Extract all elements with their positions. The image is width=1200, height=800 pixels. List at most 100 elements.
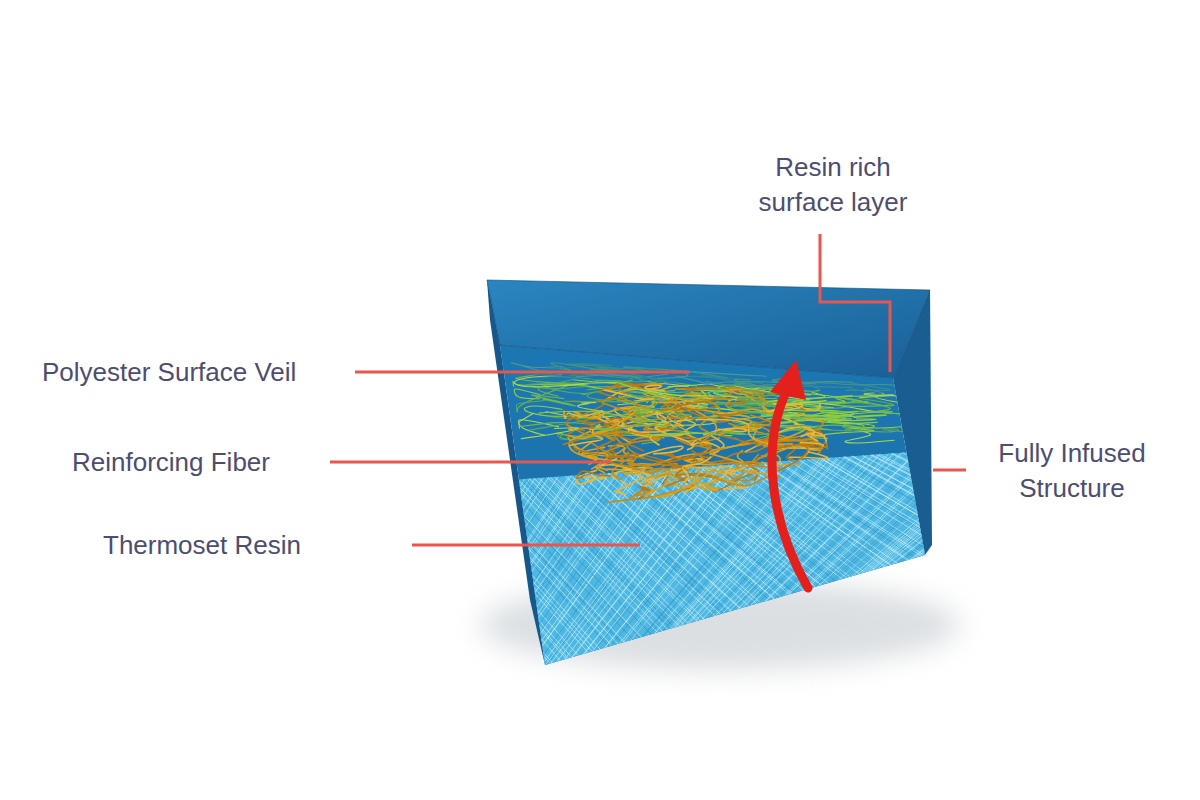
polyester-veil-fibers <box>563 383 828 502</box>
weave-strand <box>555 465 721 678</box>
weave-strand <box>850 444 1022 587</box>
weave-strand <box>344 480 505 743</box>
veil-fiber <box>703 428 747 435</box>
weave-strand <box>821 446 992 596</box>
weave-strand <box>418 475 581 721</box>
weave-strand <box>415 475 578 722</box>
weave-strand <box>377 489 541 683</box>
weave-strand <box>529 467 694 686</box>
veil-fiber <box>654 479 701 498</box>
leader-line <box>820 234 890 372</box>
weave-strand <box>833 446 1005 593</box>
weave-strand <box>381 478 543 733</box>
veil-fiber <box>700 445 725 453</box>
leader-line <box>412 544 640 547</box>
weave-strand <box>555 477 715 629</box>
flow-arrow-head <box>770 360 806 400</box>
callout-label: Thermoset Resin <box>103 528 403 563</box>
veil-fiber <box>655 426 693 449</box>
fiber-layers <box>287 325 1200 751</box>
weave-strand <box>843 457 997 542</box>
veil-fiber <box>645 472 718 489</box>
weave-strand <box>788 461 943 559</box>
weave-strand <box>350 480 511 742</box>
veil-fiber <box>723 487 746 489</box>
callout-label: Resin rich surface layer <box>738 150 928 220</box>
weave-strand <box>787 461 942 559</box>
veil-fiber <box>820 412 858 416</box>
resin-flow-arrow <box>770 360 808 588</box>
weave-strand <box>358 491 523 689</box>
veil-fiber <box>754 426 808 435</box>
top-edge <box>487 280 930 378</box>
veil-fiber <box>577 403 605 412</box>
veil-fiber <box>593 425 678 429</box>
leader-line <box>330 461 612 464</box>
weave-strand <box>812 459 967 552</box>
veil-fiber <box>519 420 559 436</box>
veil-fiber <box>635 410 666 426</box>
veil-fiber <box>639 446 683 456</box>
veil-fiber <box>574 432 625 454</box>
veil-fiber <box>564 414 594 435</box>
weave-strand <box>334 492 499 696</box>
weave-strand <box>821 458 976 548</box>
weave-strand <box>322 482 483 751</box>
veil-fiber <box>767 400 827 404</box>
weave-strand <box>862 455 1016 536</box>
weave-strand <box>350 491 515 691</box>
veil-fiber <box>595 467 625 473</box>
veil-fiber <box>772 445 807 471</box>
veil-fiber <box>607 456 689 462</box>
veil-fiber <box>658 400 681 411</box>
weave-strand <box>852 456 1006 539</box>
weave-strand <box>295 495 461 708</box>
weave-strand <box>724 453 893 626</box>
weave-strand <box>626 472 785 608</box>
veil-fiber <box>832 397 895 407</box>
weave-strand <box>319 482 479 751</box>
leader-lines <box>330 234 966 545</box>
weave-strand <box>852 456 1006 539</box>
weave-strand <box>684 456 852 639</box>
weave-strand <box>350 491 515 691</box>
weave-strand <box>368 479 530 737</box>
weave-strand <box>313 494 478 702</box>
weave-strand <box>550 477 710 630</box>
weave-strand <box>317 493 482 700</box>
veil-fiber <box>641 390 738 401</box>
weave-strand <box>822 446 993 596</box>
weave-strand <box>836 457 990 544</box>
veil-fiber <box>633 408 672 423</box>
veil-fiber <box>689 480 720 490</box>
veil-fiber <box>516 400 545 411</box>
reinforcing-fiber-block <box>480 450 964 693</box>
veil-fiber <box>710 445 743 463</box>
weave-strand <box>307 494 473 704</box>
veil-fiber <box>704 431 746 434</box>
weave-strand <box>377 489 541 682</box>
veil-fiber <box>521 428 578 439</box>
veil-fiber <box>564 396 656 401</box>
veil-fiber <box>519 413 534 429</box>
weave-strand <box>387 477 549 730</box>
veil-fiber <box>725 468 746 475</box>
veil-fiber <box>696 419 762 444</box>
veil-fiber <box>687 464 713 479</box>
weave-strand <box>327 493 492 698</box>
weave-strand <box>397 477 559 728</box>
weave-strand <box>626 472 785 608</box>
leader-line <box>933 469 966 472</box>
veil-fiber <box>628 463 662 471</box>
weave-strand <box>392 488 556 678</box>
reinforcing-weave <box>287 431 1200 752</box>
weave-strand <box>531 467 696 686</box>
weave-strand <box>384 478 546 732</box>
callout-label: Fully Infused Structure <box>972 436 1172 506</box>
weave-strand <box>363 479 524 738</box>
weave-strand <box>331 481 492 748</box>
weave-strand <box>842 445 1014 590</box>
callout-label: Reinforcing Fiber <box>72 445 322 480</box>
weave-strand <box>380 489 544 682</box>
